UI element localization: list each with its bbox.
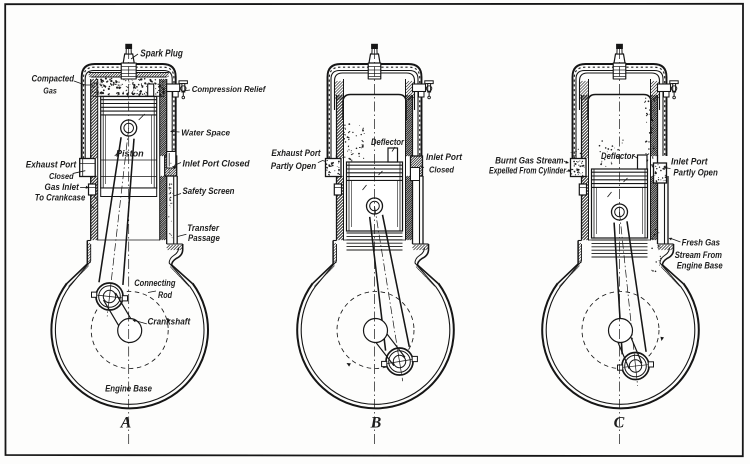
- svg-text:Partly Open: Partly Open: [673, 168, 718, 178]
- svg-text:Burnt Gas Stream: Burnt Gas Stream: [495, 155, 563, 165]
- svg-text:Passage: Passage: [188, 233, 220, 243]
- svg-text:Closed: Closed: [429, 165, 455, 175]
- svg-text:To Crankcase: To Crankcase: [35, 193, 86, 203]
- svg-text:Rod: Rod: [158, 290, 173, 300]
- svg-text:Engine Base: Engine Base: [105, 384, 152, 394]
- svg-text:Spark Plug: Spark Plug: [140, 49, 183, 60]
- svg-text:Piston: Piston: [116, 149, 144, 159]
- svg-text:Partly Open: Partly Open: [271, 161, 317, 171]
- svg-text:Stream From: Stream From: [675, 250, 722, 260]
- svg-text:Expelled From Cylinder: Expelled From Cylinder: [489, 165, 566, 175]
- svg-text:Connecting: Connecting: [134, 278, 176, 288]
- svg-text:Fresh Gas: Fresh Gas: [682, 237, 720, 247]
- svg-text:Inlet Port: Inlet Port: [671, 157, 709, 167]
- svg-text:B: B: [370, 415, 382, 432]
- svg-text:C: C: [614, 415, 625, 432]
- svg-text:Safety Screen: Safety Screen: [183, 186, 235, 196]
- svg-text:Deflector: Deflector: [601, 151, 635, 161]
- svg-text:Closed: Closed: [49, 171, 74, 181]
- svg-text:Gas Inlet: Gas Inlet: [45, 182, 80, 192]
- svg-text:Gas: Gas: [43, 85, 57, 95]
- svg-text:Water Space: Water Space: [181, 127, 230, 137]
- svg-text:Compacted: Compacted: [32, 74, 75, 84]
- svg-text:Exhaust Port: Exhaust Port: [26, 160, 77, 170]
- svg-text:Transfer: Transfer: [187, 223, 219, 233]
- svg-text:Compression Relief: Compression Relief: [192, 85, 267, 94]
- svg-text:Deflector: Deflector: [371, 137, 404, 147]
- svg-text:Engine Base: Engine Base: [677, 261, 723, 271]
- svg-text:Inlet Port: Inlet Port: [426, 152, 463, 162]
- svg-text:Inlet Port Closed: Inlet Port Closed: [183, 158, 250, 168]
- svg-text:Crankshaft: Crankshaft: [148, 317, 192, 327]
- svg-text:A: A: [120, 415, 132, 432]
- svg-text:Exhaust Port: Exhaust Port: [271, 148, 321, 158]
